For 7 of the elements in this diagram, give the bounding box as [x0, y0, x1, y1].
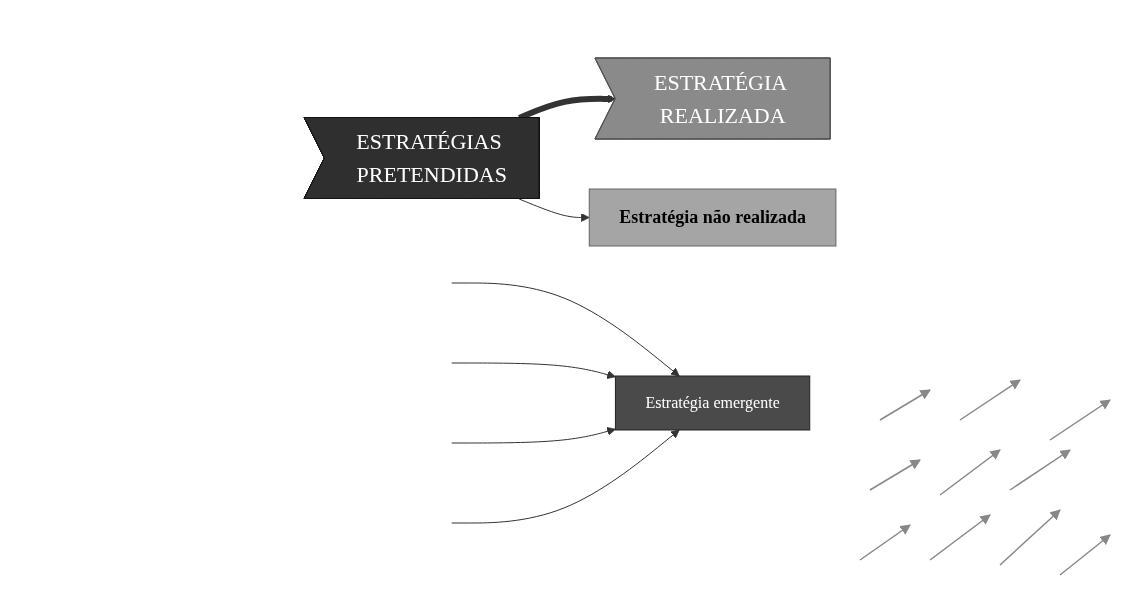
arrow — [518, 198, 590, 222]
node-box: Estratégia não realizada — [588, 188, 836, 246]
arrow — [450, 426, 616, 443]
arrow — [450, 429, 680, 523]
arrow — [450, 282, 680, 376]
arrow — [450, 362, 616, 379]
node-box: Estratégia emergente — [614, 375, 810, 430]
